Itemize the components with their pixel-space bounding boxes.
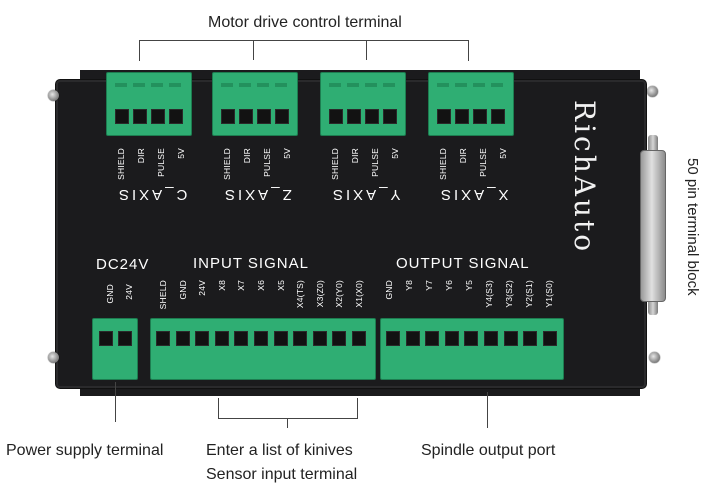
pin-label: X1(X0) (354, 280, 364, 308)
pin-label: Y8 (404, 280, 414, 291)
pin-label: Y3(S2) (504, 280, 514, 308)
input-terminal-block[interactable] (150, 318, 376, 380)
axis-pin-label: DIR (458, 148, 468, 164)
axis-pin-label: PULSE (156, 148, 166, 177)
pin-label: 24V (197, 280, 208, 296)
output-terminal-block[interactable] (380, 318, 564, 380)
screw-icon (48, 352, 59, 363)
pin-label: X8 (216, 280, 227, 291)
pin-label: X5 (275, 280, 286, 291)
axis-pin-label: PULSE (478, 148, 488, 177)
pin-label: Y6 (444, 280, 454, 291)
pin-label: GND (105, 284, 115, 304)
axis-pin-label: PULSE (370, 148, 380, 177)
screw-icon (48, 90, 59, 101)
pin-label: GND (384, 280, 394, 300)
axis-pin-label: SHIELD (330, 148, 340, 180)
pin-label: SHELD (158, 280, 168, 310)
axis-pin-label: PULSE (262, 148, 272, 177)
axis-pin-label: 5V (390, 148, 400, 159)
axis-name: X_AXIS (438, 186, 509, 203)
brand-logo: RichAuto (568, 100, 601, 255)
sensor-callout: Sensor input terminal (206, 466, 358, 483)
spindle-callout: Spindle output port (421, 442, 556, 459)
power-callout: Power supply terminal (6, 442, 164, 459)
axis-pin-label: SHIELD (116, 148, 126, 180)
input-signal-title: INPUT SIGNAL (193, 255, 309, 272)
pin-label: Y2(S1) (524, 280, 534, 308)
axis-name: Z_AXIS (222, 186, 292, 203)
screw-icon (649, 352, 660, 363)
pin-label: X2(Y0) (334, 280, 345, 308)
pin50-callout: 50 pin terminal block (684, 158, 701, 296)
axis-pin-label: SHIELD (222, 148, 232, 180)
motor-drive-callout: Motor drive control terminal (208, 14, 402, 31)
pin-label: 24V (124, 284, 134, 300)
axis-pin-label: DIR (350, 148, 360, 164)
db50-connector[interactable] (640, 150, 666, 302)
axis-name: Y_AXIS (330, 186, 401, 203)
pin-label: X7 (236, 280, 247, 291)
knives-pointer (287, 418, 288, 428)
power-title: DC24V (96, 256, 150, 273)
axis-pin-label: DIR (136, 148, 146, 164)
pin-label: X6 (256, 280, 266, 291)
power-pointer (115, 382, 116, 422)
pin-label: Y7 (424, 280, 434, 291)
pin-label: Y4(S3) (484, 280, 494, 308)
axis-pin-label: SHIELD (438, 148, 448, 180)
motor-drive-tick (253, 40, 254, 60)
knives-bracket (218, 398, 358, 419)
pin-label: GND (177, 280, 188, 300)
axis-pin-label: DIR (242, 148, 252, 164)
pin-label: X3(Z0) (314, 280, 325, 308)
motor-drive-bracket (139, 40, 469, 61)
axis-terminal-block[interactable] (320, 72, 406, 136)
axis-terminal-block[interactable] (106, 72, 192, 136)
pin-label: Y1(S0) (544, 280, 554, 308)
pin-label: Y5 (464, 280, 474, 291)
motor-drive-tick (366, 40, 367, 60)
spindle-pointer (487, 392, 488, 428)
axis-terminal-block[interactable] (428, 72, 514, 136)
output-signal-title: OUTPUT SIGNAL (396, 255, 530, 272)
axis-pin-label: 5V (282, 148, 292, 159)
axis-terminal-block[interactable] (212, 72, 298, 136)
knives-callout: Enter a list of kinives (206, 442, 353, 459)
power-terminal-block[interactable] (92, 318, 138, 380)
pin-label: X4(TS) (295, 280, 306, 309)
screw-icon (647, 86, 658, 97)
axis-pin-label: 5V (176, 148, 186, 159)
axis-name: C_AXIS (116, 186, 188, 203)
axis-pin-label: 5V (498, 148, 508, 159)
